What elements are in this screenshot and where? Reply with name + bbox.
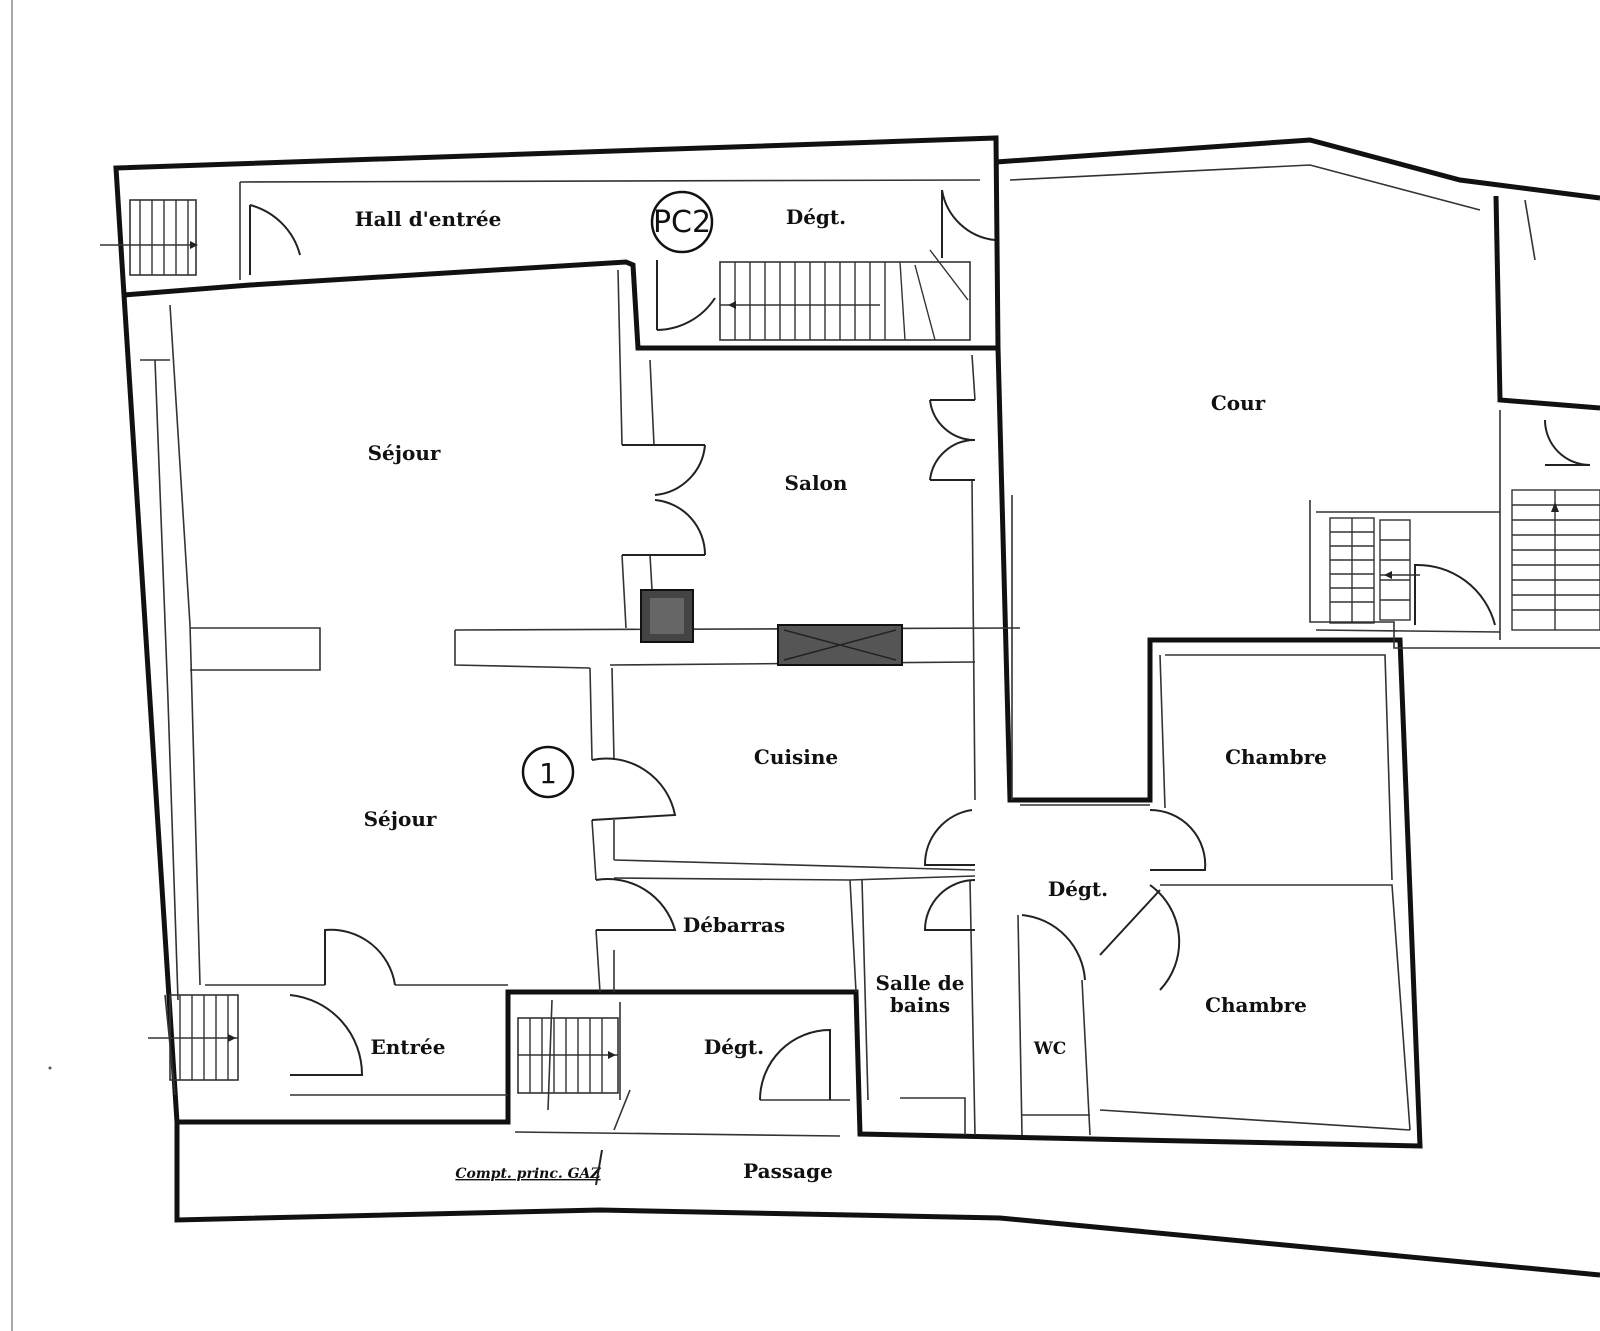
doors [249,189,1591,1101]
room-label-wc: WC [1033,1039,1067,1059]
room-label-cuisine: Cuisine [754,745,838,769]
room-label-debarras: Débarras [683,913,785,937]
room-label-hall: Hall d'entrée [355,207,502,231]
chimney-blocks [640,589,903,666]
room-label-sejour-top: Séjour [368,441,441,465]
pc2-marker: PC2 [650,190,714,254]
stair-entree [148,994,239,1081]
room-label-sejour-bottom: Séjour [364,807,437,831]
stair-cour [1329,517,1420,624]
room-label-entree: Entrée [370,1035,445,1059]
room-label-degt-bottom: Dégt. [704,1035,764,1059]
room-label-passage: Passage [743,1159,833,1183]
room-label-degt-top: Dégt. [786,205,846,229]
stair-degt-bottom [517,999,631,1131]
stair-hall [100,199,198,276]
stair-right [1511,199,1600,631]
room-label-cour: Cour [1211,391,1266,415]
room-label-chambre-top: Chambre [1225,745,1327,769]
room-label-salle-de-bains-line2: bains [890,993,950,1017]
stair-degt-top [719,249,971,341]
speck [48,1066,52,1070]
room-labels: Hall d'entrée Dégt. Séjour Salon Cour Sé… [355,205,1327,1183]
lot-label: 1 [539,757,557,790]
pc2-label: PC2 [653,205,711,240]
room-label-salon: Salon [785,471,848,495]
gas-meter-note: Compt. princ. GAZ [455,1166,601,1182]
room-label-chambre-bottom: Chambre [1205,993,1307,1017]
lot-marker: 1 [521,745,575,799]
outer-walls [113,135,1600,1278]
room-label-salle-de-bains-line1: Salle de [876,971,965,995]
gas-meter-marker [595,1149,603,1186]
room-label-degt-mid: Dégt. [1048,877,1108,901]
